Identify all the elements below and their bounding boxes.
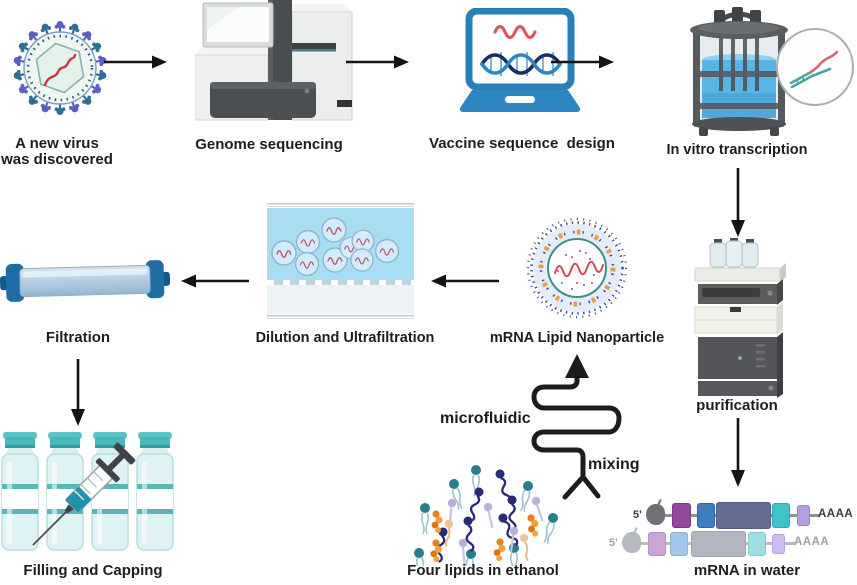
arrow-down-icon: [71, 359, 85, 426]
mrna-segment: [648, 532, 666, 556]
arrow-down-icon: [731, 418, 745, 487]
mrna-segment: [691, 531, 746, 557]
polya-label: AAAA: [818, 508, 854, 520]
sequencer-drawer: [210, 82, 316, 118]
label-four-lipids: Four lipids in ethanol: [407, 562, 559, 579]
mrna-segment: [772, 503, 790, 528]
flow-cell-membrane: [267, 280, 414, 285]
label-filtration: Filtration: [45, 329, 111, 346]
mrna-segment: [670, 532, 688, 556]
arrow-right-icon: [104, 55, 167, 69]
mrna-segment: [772, 534, 785, 554]
label-purification: purification: [696, 397, 778, 414]
sequencer-icon: [195, 0, 353, 121]
mrna-segment: [716, 502, 771, 529]
mrna-cap: [622, 532, 641, 553]
label-vaccine-design: Vaccine sequence design: [429, 135, 615, 152]
polya-label: AAAA: [794, 536, 830, 548]
mrna-segment: [697, 503, 715, 528]
vial: [1, 431, 39, 551]
five-prime-label: 5': [609, 537, 618, 549]
bioreactor-icon: [690, 7, 854, 136]
arrow-right-icon: [346, 55, 409, 69]
label-microfluidic: microfluidic: [440, 410, 531, 427]
magnifier-rna-icon: [776, 28, 854, 106]
five-prime-label: 5': [633, 509, 642, 521]
label-in-vitro-transcription: In vitro transcription: [666, 142, 808, 158]
flow-cell-wall: [267, 202, 414, 208]
vial: [136, 431, 174, 551]
label-filling-capping: Filling and Capping: [23, 562, 163, 579]
lipid-nanoparticle-icon: [526, 217, 628, 319]
label-lnp: mRNA Lipid Nanoparticle: [489, 330, 665, 346]
hplc-purification-icon: [694, 238, 786, 398]
mrna-construct-icon: 5' AAAA 5' AAAA: [605, 488, 857, 560]
lnp-mrna-icon: [554, 260, 604, 278]
flow-cell-icon: [267, 202, 414, 320]
virus-rna-icon: [43, 53, 77, 87]
flow-cell-wall: [267, 314, 414, 320]
arrow-right-icon: [551, 55, 614, 69]
arrow-left-icon: [431, 274, 499, 288]
label-virus-line1: A new virus: [15, 135, 99, 152]
flow-cell-channel: [267, 208, 414, 280]
syringe-icon: [32, 442, 136, 546]
screen-rna-icon: [493, 24, 537, 40]
screen-dna-icon: [480, 52, 562, 76]
arrow-down-icon: [731, 168, 745, 237]
label-mrna-in-water: mRNA in water: [693, 562, 801, 579]
mrna-cap: [646, 504, 665, 525]
arrow-left-icon: [181, 274, 249, 288]
vials-syringe-icon: [1, 431, 174, 551]
mrna-segment: [748, 532, 766, 556]
label-mixing: mixing: [588, 456, 640, 473]
reagent-bottles: [709, 238, 759, 268]
virus-icon: [11, 19, 109, 117]
filter-cartridge-icon: [0, 260, 171, 302]
label-genome-sequencing: Genome sequencing: [195, 136, 343, 153]
mrna-segment: [672, 503, 691, 528]
label-dilution: Dilution and Ultrafiltration: [255, 330, 435, 346]
laptop-dna-icon: [459, 8, 581, 112]
microfluidic-channel-icon: [531, 354, 622, 500]
label-virus-line2: was discovered: [1, 151, 113, 168]
flow-cell-permeate: [267, 285, 414, 314]
mrna-segment: [797, 505, 810, 526]
